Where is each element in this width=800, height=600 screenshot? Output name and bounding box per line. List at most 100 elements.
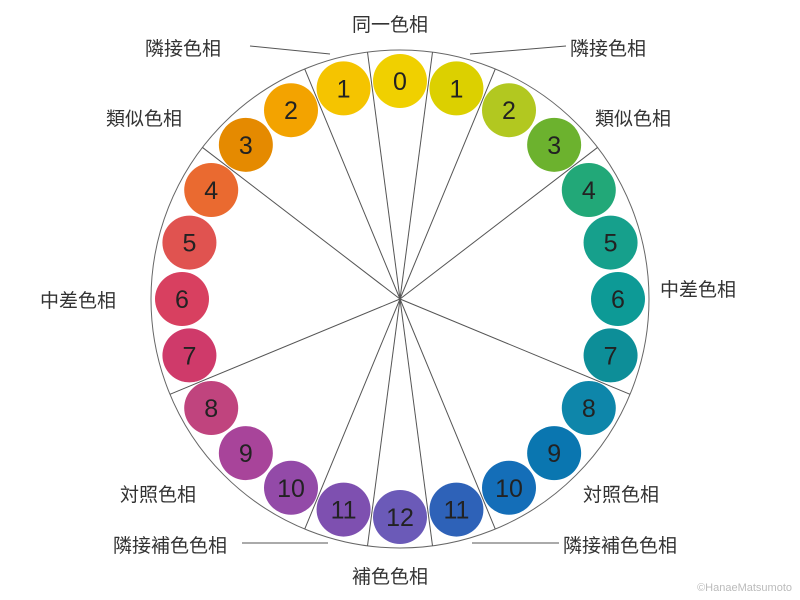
hue-number: 6 bbox=[175, 286, 189, 314]
hue-dot: 3 bbox=[218, 117, 273, 172]
hue-dot: 9 bbox=[527, 426, 582, 481]
hue-circle bbox=[162, 215, 217, 270]
hue-circle bbox=[316, 61, 371, 116]
hue-circle bbox=[218, 117, 273, 172]
hue-dot: 1 bbox=[429, 61, 484, 116]
hue-circle bbox=[429, 482, 484, 537]
hue-circle bbox=[184, 163, 239, 217]
credit: ©HanaeMatsumoto bbox=[697, 582, 792, 594]
hue-number: 11 bbox=[443, 497, 469, 525]
hue-number: 1 bbox=[337, 75, 351, 103]
hue-dot: 5 bbox=[162, 215, 217, 270]
hue-circle bbox=[184, 381, 239, 435]
hue-dot: 4 bbox=[561, 163, 616, 217]
hue-circle bbox=[264, 83, 318, 138]
hue-circle bbox=[561, 163, 616, 217]
arrow-adjacent-left bbox=[249, 45, 331, 55]
hue-circle bbox=[373, 490, 427, 544]
hue-circle bbox=[373, 54, 427, 108]
hue-dot: 6 bbox=[591, 272, 645, 326]
hue-dot: 8 bbox=[184, 381, 239, 435]
hue-dot: 7 bbox=[583, 328, 638, 383]
hue-circle bbox=[583, 215, 638, 270]
label-similar-right: 類似色相 bbox=[595, 108, 672, 130]
hue-number: 3 bbox=[547, 132, 561, 160]
hue-number: 4 bbox=[204, 177, 218, 205]
sector-line bbox=[304, 68, 401, 300]
hue-number: 11 bbox=[331, 497, 357, 525]
hue-circle bbox=[162, 328, 217, 383]
hue-dot: 2 bbox=[482, 83, 536, 138]
label-adj-comp-left: 隣接補色色相 bbox=[113, 535, 228, 557]
hue-number: 8 bbox=[582, 395, 596, 423]
sector-line bbox=[367, 52, 401, 300]
label-complement: 補色色相 bbox=[352, 566, 429, 588]
hue-dot: 9 bbox=[218, 426, 273, 481]
sector-line bbox=[399, 147, 598, 300]
pointer-arrows bbox=[242, 45, 567, 544]
hue-circle bbox=[429, 61, 484, 116]
sector-line bbox=[399, 298, 433, 546]
sector-line bbox=[202, 147, 401, 300]
hue-number: 2 bbox=[502, 97, 516, 125]
hue-dot: 11 bbox=[429, 482, 484, 537]
sector-line bbox=[399, 52, 433, 300]
hue-number: 5 bbox=[604, 230, 618, 258]
hue-number: 9 bbox=[239, 440, 253, 468]
hue-dot: 11 bbox=[316, 482, 371, 537]
label-similar-left: 類似色相 bbox=[106, 108, 183, 130]
hue-number: 8 bbox=[204, 395, 218, 423]
hue-number: 12 bbox=[386, 504, 414, 532]
label-adjacent-left: 隣接色相 bbox=[145, 38, 222, 60]
hue-number: 5 bbox=[182, 230, 196, 258]
hue-number: 10 bbox=[495, 475, 523, 503]
hue-dot: 3 bbox=[527, 117, 582, 172]
hue-circle bbox=[482, 83, 536, 138]
hue-number: 10 bbox=[277, 475, 305, 503]
hue-number: 1 bbox=[449, 75, 463, 103]
hue-circle bbox=[316, 482, 371, 537]
hue-number: 6 bbox=[611, 286, 625, 314]
hue-circle bbox=[264, 460, 318, 515]
sector-line bbox=[304, 298, 401, 530]
hue-number: 0 bbox=[393, 68, 407, 96]
hue-number: 7 bbox=[182, 342, 196, 370]
hue-circle bbox=[561, 381, 616, 435]
label-adjacent-right: 隣接色相 bbox=[570, 38, 647, 60]
hue-dot: 0 bbox=[373, 54, 427, 108]
label-identical-hue: 同一色相 bbox=[352, 14, 429, 36]
hue-circle bbox=[583, 328, 638, 383]
label-medium-right: 中差色相 bbox=[660, 279, 737, 301]
hue-number: 3 bbox=[239, 132, 253, 160]
hue-circle bbox=[482, 460, 536, 515]
label-contrast-right: 対照色相 bbox=[583, 484, 660, 506]
hue-number: 7 bbox=[604, 342, 618, 370]
hue-dot: 5 bbox=[583, 215, 638, 270]
hue-dot: 12 bbox=[373, 490, 427, 544]
hue-circle bbox=[155, 272, 209, 326]
hue-dot: 7 bbox=[162, 328, 217, 383]
hue-circle bbox=[218, 426, 273, 481]
hue-dot: 2 bbox=[264, 83, 318, 138]
hue-dot: 6 bbox=[155, 272, 209, 326]
hue-dot: 10 bbox=[264, 460, 318, 515]
hue-circle bbox=[527, 117, 582, 172]
hue-dot: 10 bbox=[482, 460, 536, 515]
label-contrast-left: 対照色相 bbox=[120, 484, 197, 506]
arrow-adjacent-right bbox=[469, 45, 567, 55]
hue-dot: 4 bbox=[184, 163, 239, 217]
hue-dot: 8 bbox=[561, 381, 616, 435]
outer-circle bbox=[150, 49, 650, 549]
sector-line bbox=[399, 298, 496, 530]
hue-circle bbox=[527, 426, 582, 481]
hue-number: 4 bbox=[582, 177, 596, 205]
hue-number: 9 bbox=[547, 440, 561, 468]
sector-line bbox=[169, 298, 401, 395]
hue-dot: 1 bbox=[316, 61, 371, 116]
hue-number: 2 bbox=[284, 97, 298, 125]
sector-line bbox=[399, 298, 631, 395]
sector-line bbox=[367, 298, 401, 546]
hue-circle bbox=[591, 272, 645, 326]
label-medium-left: 中差色相 bbox=[40, 290, 117, 312]
